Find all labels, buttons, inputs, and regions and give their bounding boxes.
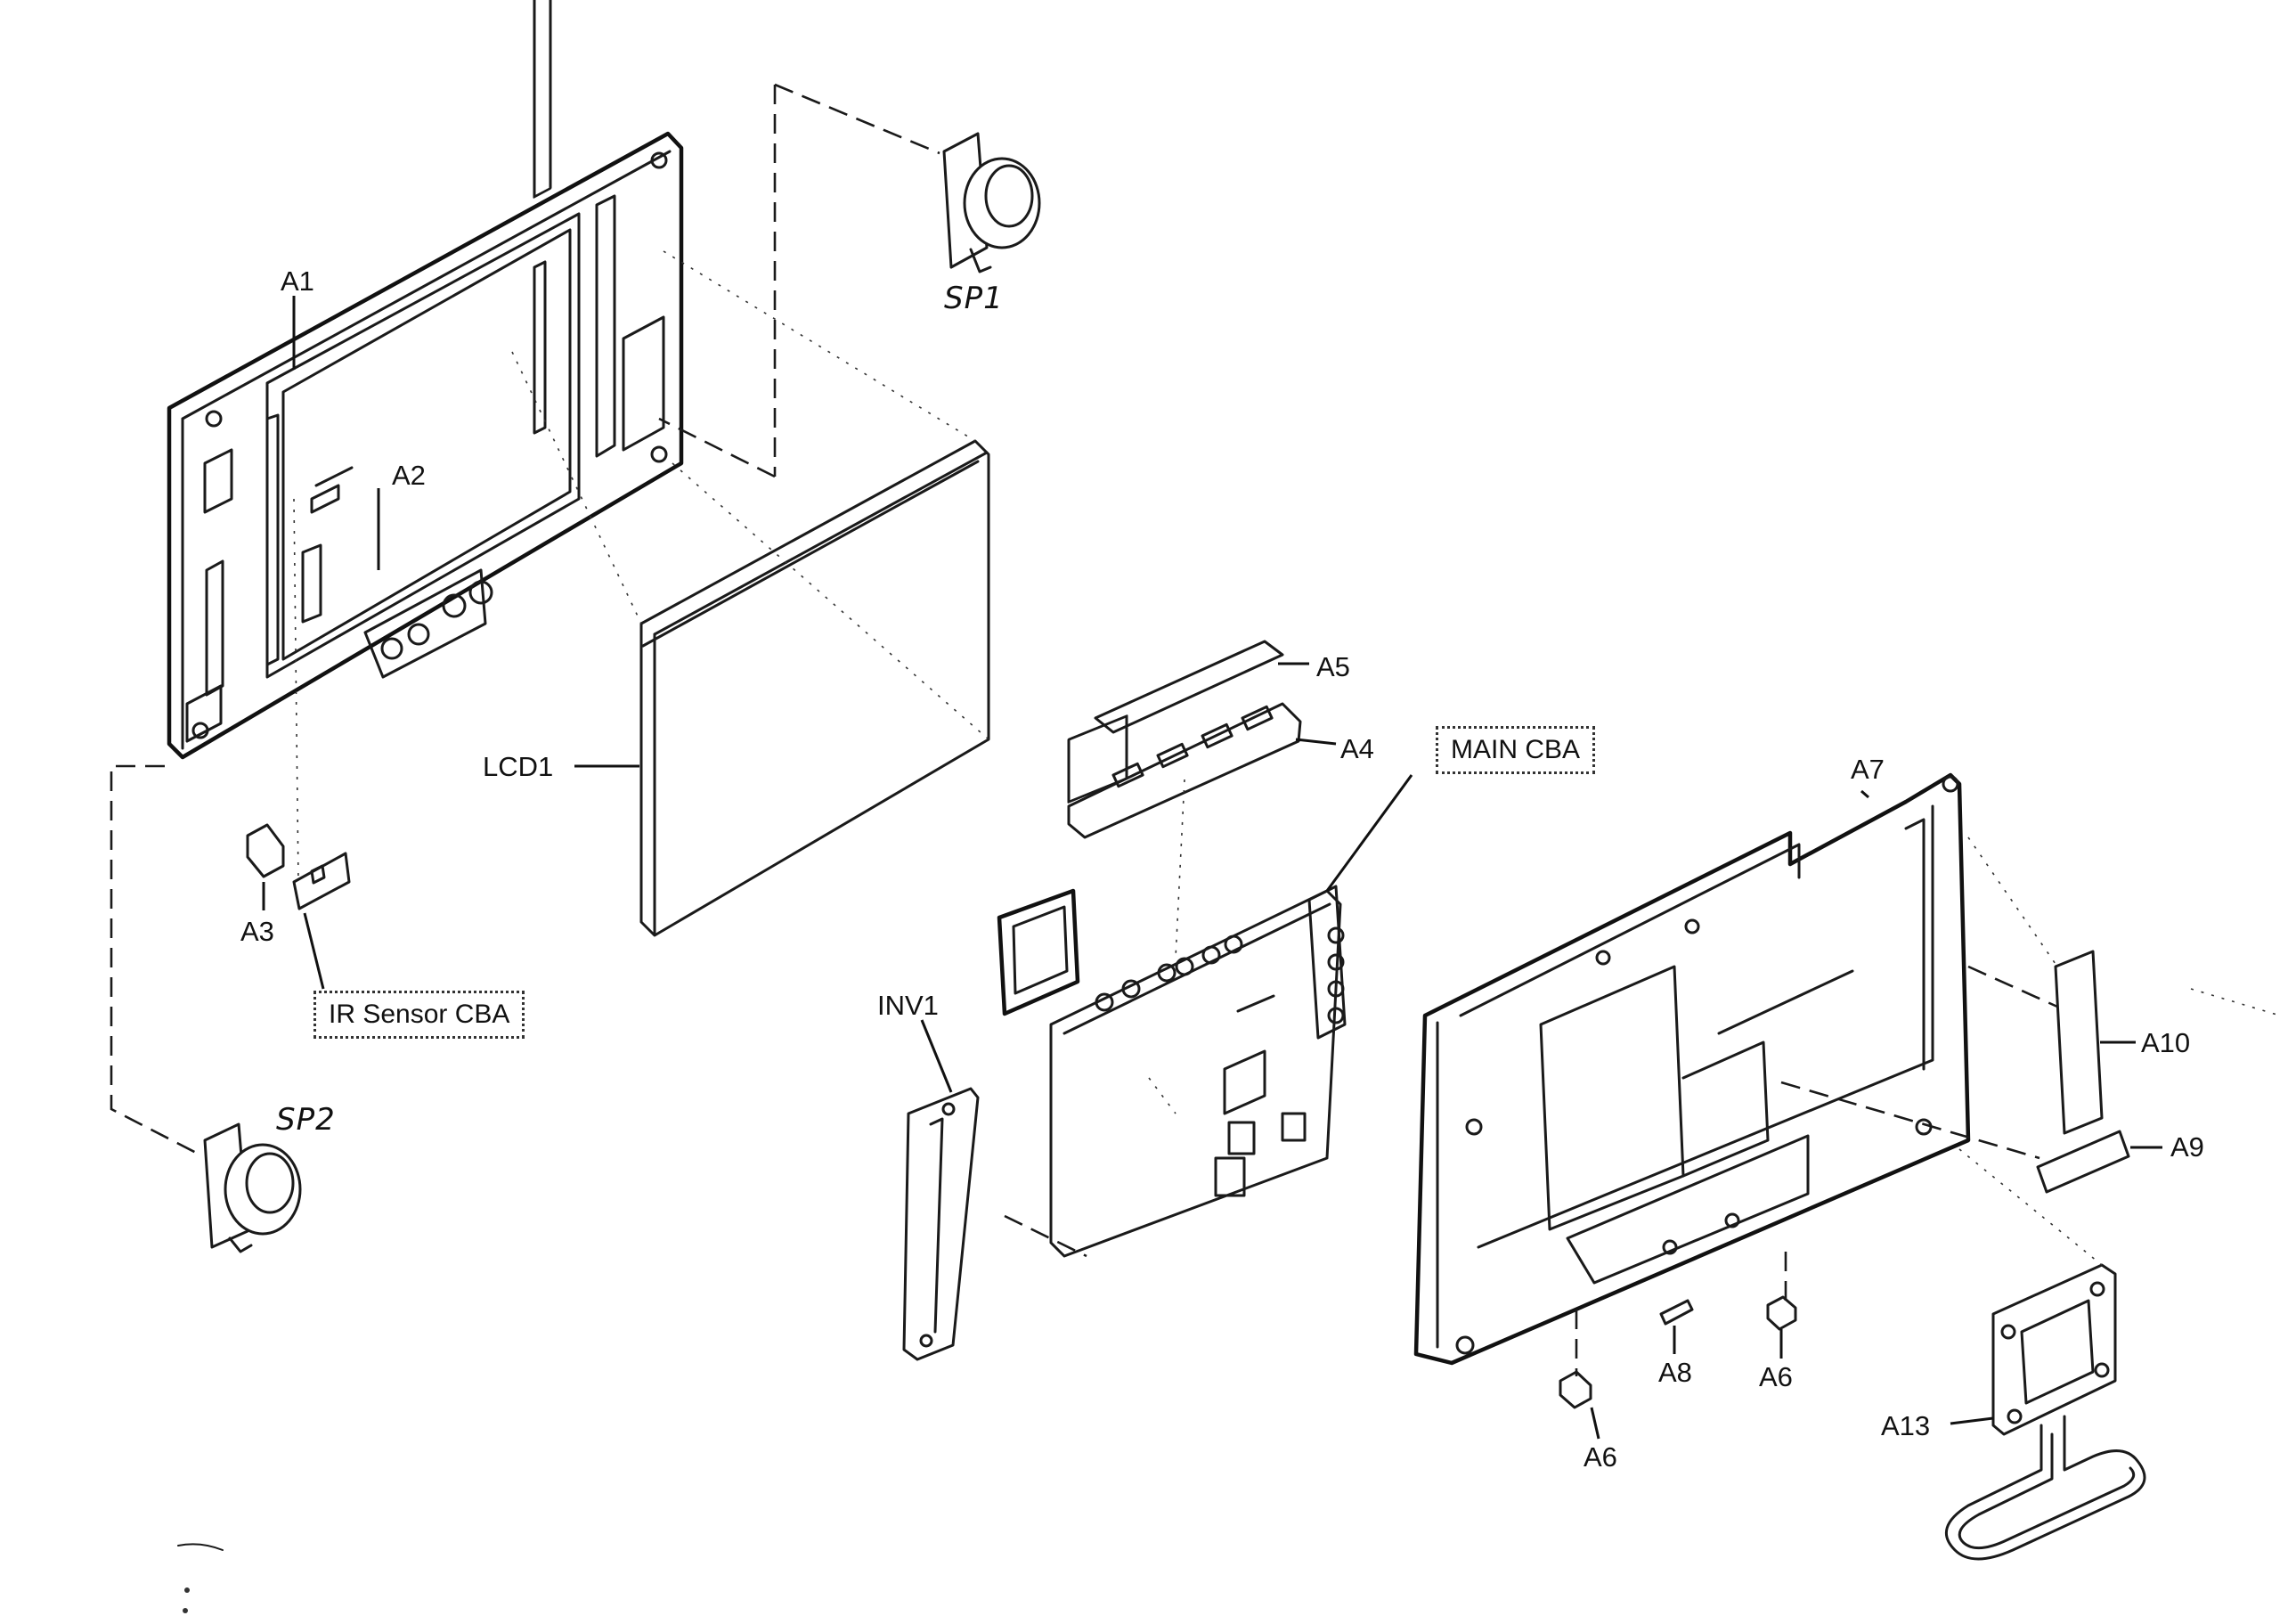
small-parts — [1559, 1295, 1797, 1409]
stand-a13 — [1945, 1263, 2146, 1561]
ir-sensor-parts — [246, 823, 351, 910]
label-a5: A5 — [1316, 651, 1350, 682]
label-inv1: INV1 — [877, 990, 939, 1021]
label-ir-sensor-cba: IR Sensor CBA — [313, 991, 525, 1039]
label-a7: A7 — [1851, 754, 1885, 785]
rear-cabinet — [1413, 772, 1971, 1366]
speaker-sp1 — [942, 132, 1041, 273]
assembly-lines — [110, 83, 2058, 1376]
part-a4 — [1067, 702, 1302, 839]
label-a2: A2 — [392, 460, 426, 491]
scan-marks — [177, 1543, 224, 1613]
label-a1: A1 — [281, 265, 314, 297]
label-sp2: SP2 — [276, 1102, 336, 1138]
leader-lines — [262, 296, 2162, 1440]
label-a3: A3 — [240, 916, 274, 947]
speaker-sp2 — [203, 1122, 302, 1253]
stickers — [2036, 950, 2130, 1194]
lcd-panel — [639, 439, 990, 937]
label-a4: A4 — [1340, 733, 1374, 764]
label-sp1: SP1 — [944, 281, 1004, 316]
label-a8: A8 — [1658, 1357, 1692, 1388]
label-a9: A9 — [2170, 1131, 2204, 1163]
label-a6-left: A6 — [1584, 1441, 1617, 1473]
inverter-board — [902, 1087, 980, 1361]
front-cabinet — [167, 0, 684, 760]
label-a10: A10 — [2141, 1027, 2191, 1058]
part-a5 — [1094, 640, 1284, 734]
label-a13: A13 — [1881, 1410, 1931, 1441]
alignment-lines — [293, 250, 2281, 1266]
label-lcd1: LCD1 — [483, 751, 554, 782]
label-a6-right: A6 — [1759, 1361, 1793, 1392]
label-main-cba: MAIN CBA — [1436, 726, 1596, 774]
